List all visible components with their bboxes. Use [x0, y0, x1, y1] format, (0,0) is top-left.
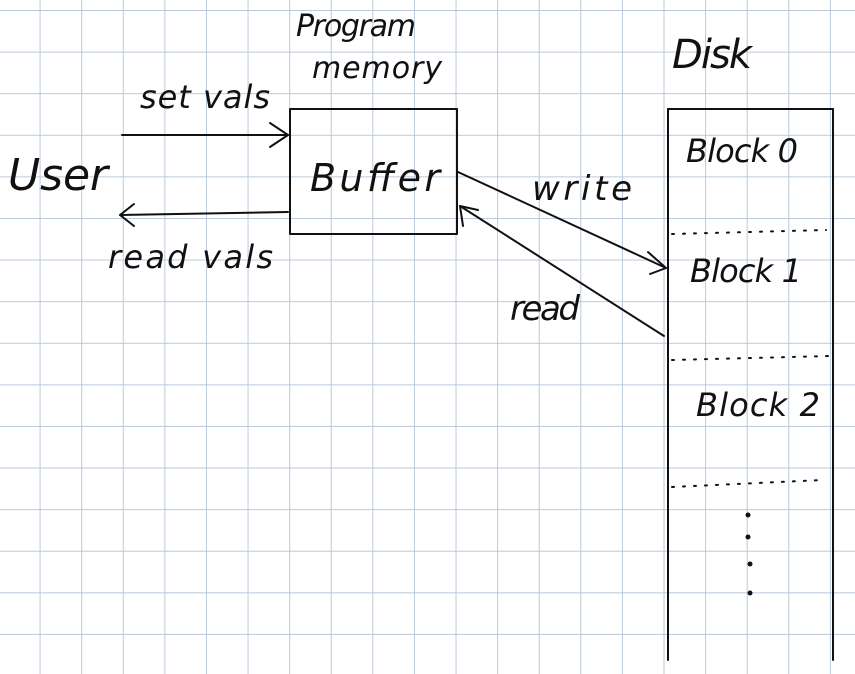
program-memory-label-line1: Program	[296, 9, 416, 44]
user-label: User	[8, 150, 111, 201]
read-vals-arrow	[119, 203, 289, 227]
buffer-box	[289, 108, 458, 235]
ellipsis-dots	[745, 512, 753, 596]
write-label: write	[532, 169, 632, 209]
block-divider	[671, 479, 823, 488]
set-vals-arrow	[121, 122, 289, 148]
write-arrow	[457, 171, 667, 275]
block-0-label: Block 0	[686, 132, 798, 170]
set-vals-label: set vals	[140, 78, 270, 116]
program-memory-label-line2: memory	[312, 51, 443, 86]
read-vals-label: read vals	[108, 238, 273, 276]
block-2-label: Block 2	[696, 386, 820, 424]
read-arrow	[459, 205, 665, 337]
read-label: read	[510, 289, 580, 329]
block-divider	[671, 229, 827, 235]
block-divider	[671, 355, 831, 361]
buffer-label: Buffer	[310, 156, 442, 200]
disk-label: Disk	[672, 32, 754, 78]
disk-outline	[667, 108, 834, 661]
block-1-label: Block 1	[690, 252, 802, 290]
